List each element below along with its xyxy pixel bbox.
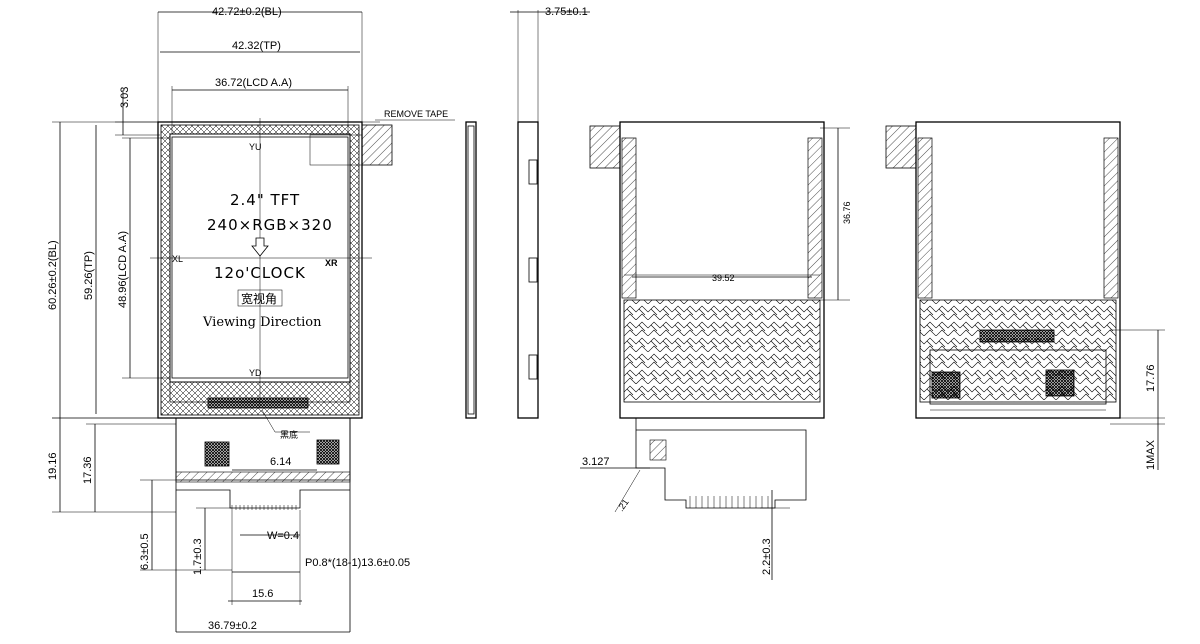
panel-title-line1: 2.4" TFT bbox=[230, 191, 300, 209]
dim-21: .21 bbox=[615, 497, 630, 513]
dim-thickness: 3.75±0.1 bbox=[545, 6, 588, 18]
dim-lcd-height: 48.96(LCD A.A) bbox=[117, 231, 129, 308]
xr-label: XR bbox=[325, 258, 338, 268]
dim-17-76: 17.76 bbox=[1145, 364, 1157, 392]
dim-6-3: 6.3±0.5 bbox=[139, 533, 151, 570]
dim-top-offset: 3.03 bbox=[119, 87, 131, 108]
arrow-down-icon bbox=[251, 237, 269, 257]
dim-tp-height: 59.26(TP) bbox=[83, 251, 95, 300]
dim-36-76: 36.76 bbox=[842, 201, 852, 224]
back-view-right: 17.76 1MAX bbox=[885, 121, 1165, 470]
dim-1max: 1MAX bbox=[1145, 439, 1157, 470]
chinese-view-label: 宽视角 bbox=[241, 291, 277, 306]
dim-tp-width: 42.32(TP) bbox=[232, 40, 281, 52]
front-view: 42.72±0.2(BL) 42.32(TP) 36.72(LCD A.A) 3… bbox=[47, 6, 455, 441]
dim-pitch: P0.8*(18-1)13.6±0.05 bbox=[305, 557, 410, 569]
dim-bl-width: 42.72±0.2(BL) bbox=[212, 6, 282, 18]
side-view: 3.75±0.1 bbox=[465, 6, 590, 419]
dim-w: W=0.4 bbox=[267, 530, 299, 542]
dim-2-2: 2.2±0.3 bbox=[761, 538, 773, 575]
dim-3-127: 3.127 bbox=[582, 456, 610, 468]
yd-label: YD bbox=[249, 368, 262, 378]
dim-6-14: 6.14 bbox=[270, 456, 291, 468]
dim-36-79: 36.79±0.2 bbox=[208, 620, 257, 632]
yu-label: YU bbox=[249, 142, 262, 152]
dim-39-52: 39.52 bbox=[712, 273, 735, 283]
dim-19-16: 19.16 bbox=[47, 452, 59, 480]
fpc-view: 19.16 17.36 6.14 6.3±0.5 1.7±0.3 W=0.4 P… bbox=[47, 417, 410, 633]
dim-17-36: 17.36 bbox=[82, 456, 94, 484]
dim-1-7: 1.7±0.3 bbox=[192, 538, 204, 575]
clock-label: 12o'CLOCK bbox=[214, 264, 306, 282]
remove-tape-label: REMOVE TAPE bbox=[384, 109, 448, 119]
dim-lcd-width: 36.72(LCD A.A) bbox=[215, 77, 292, 89]
xl-label: XL bbox=[172, 254, 183, 264]
dim-bl-height: 60.26±0.2(BL) bbox=[47, 240, 59, 310]
black-bottom-label: 黑底 bbox=[280, 429, 298, 441]
dim-15-6: 15.6 bbox=[252, 588, 273, 600]
back-view-left: 36.76 39.52 3.127 .21 2.2±0.3 bbox=[580, 121, 852, 580]
panel-title-line2: 240×RGB×320 bbox=[207, 216, 333, 234]
viewing-direction-label: Viewing Direction bbox=[202, 315, 322, 330]
